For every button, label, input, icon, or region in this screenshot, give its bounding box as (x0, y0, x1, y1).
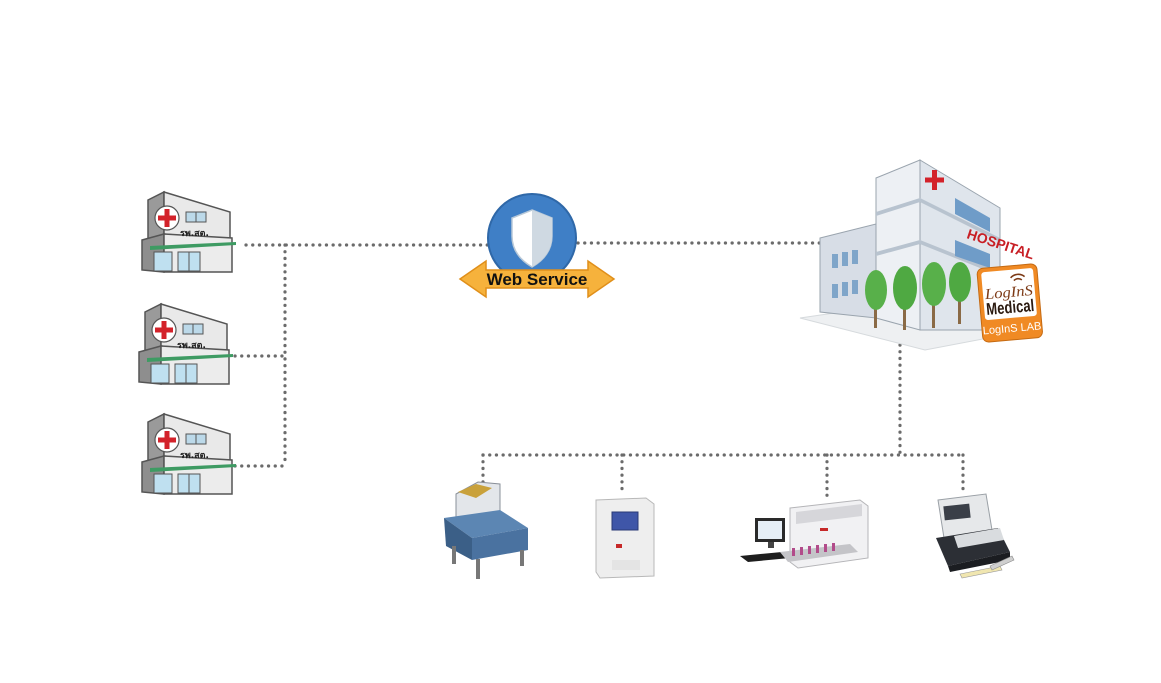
clinic-label: รพ.สต. (177, 341, 206, 351)
web-service-label: Web Service (487, 270, 588, 289)
double-arrow-icon (458, 259, 616, 299)
test-strip-icon (959, 555, 1015, 579)
clinic-label: รพ.สต. (180, 451, 209, 461)
hospital-node: HOSPITAL LogInS Medical LogInS LAB (799, 159, 1043, 351)
clinic-1: รพ.สต. (141, 191, 237, 273)
electrolyte-analyzer-icon (595, 497, 655, 579)
clinic-label: รพ.สต. (180, 229, 209, 239)
shield-icon (511, 209, 553, 268)
urine-analyzer-icon (936, 493, 1015, 579)
clinic-2: รพ.สต. (138, 303, 234, 385)
logo-product: LogInS LAB (982, 320, 1042, 337)
hematology-analyzer-icon (740, 499, 869, 569)
logo-line1: LogInS (983, 283, 1034, 303)
connector-lines (233, 241, 965, 498)
clinic-3: รพ.สต. (141, 413, 237, 495)
web-service-node: Web Service (458, 193, 616, 299)
logins-logo: LogInS Medical LogInS LAB (976, 263, 1043, 343)
signal-icon (1010, 273, 1026, 282)
chemistry-analyzer-icon (444, 481, 528, 579)
tree-icons (865, 262, 971, 330)
logo-line2: Medical (985, 296, 1034, 319)
